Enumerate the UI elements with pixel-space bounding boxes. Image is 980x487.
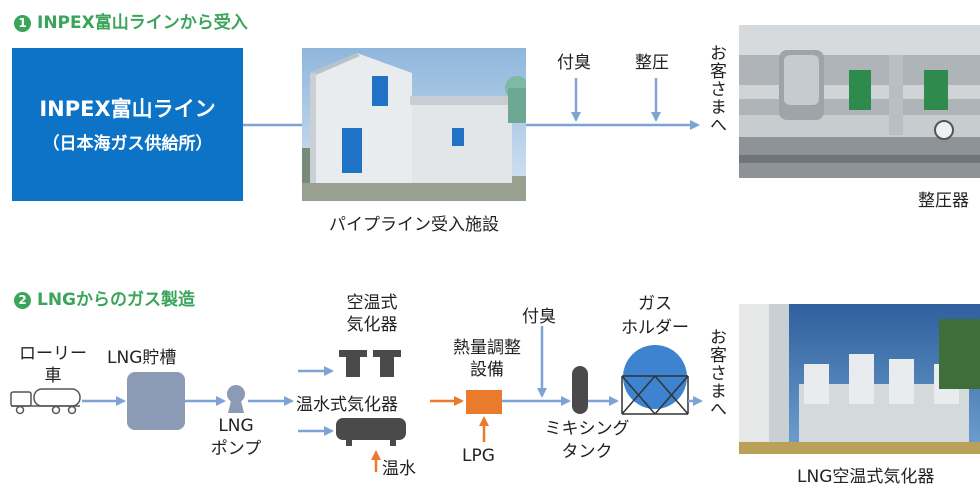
mixing-tank-icon (572, 366, 588, 414)
inpex-source-label: INPEX富山ライン (39, 97, 216, 121)
mixing-tank-label-line2: タンク (561, 442, 613, 462)
lorry-label-line2: 車 (44, 366, 62, 386)
customer-label-1: お客さまへ (706, 44, 726, 134)
hot-water-label: 温水 (382, 459, 416, 479)
customer-label-2: お客さまへ (706, 328, 726, 418)
air-vaporizer-label-line1: 空温式 (346, 293, 398, 313)
calorie-adjust-label: 熱量調整 設備 (438, 337, 536, 381)
hot-water-vaporizer-icon (336, 418, 406, 446)
section2-title-text: LNGからのガス製造 (37, 290, 196, 310)
lng-air-vaporizer-photo (739, 304, 980, 454)
lng-pump-label-line1: LNG (218, 416, 254, 436)
hot-water-vaporizer-label: 温水式気化器 (296, 395, 398, 415)
lng-pump-label: LNG ポンプ (196, 415, 276, 461)
lng-tank-label: LNG貯槽 (107, 348, 177, 368)
section1-title: 1 INPEX富山ラインから受入 (14, 8, 248, 33)
regulate-label: 整圧 (635, 53, 669, 73)
lng-air-vaporizer-caption: LNG空温式気化器 (797, 467, 935, 487)
calorie-adjust-label-line1: 熱量調整 (453, 338, 521, 358)
gas-holder-label: ガス ホルダー (605, 292, 705, 340)
lorry-label: ローリー 車 (8, 343, 98, 387)
section2-title: 2 LNGからのガス製造 (14, 285, 195, 310)
lng-pump-icon (227, 385, 245, 413)
section1-number: 1 (14, 15, 31, 32)
lorry-label-line1: ローリー (19, 344, 87, 364)
lorry-truck-icon (10, 388, 81, 415)
air-vaporizer-icon (339, 350, 401, 377)
gas-holder-icon (621, 345, 689, 415)
calorie-adjust-label-line2: 設備 (470, 360, 504, 380)
odorize-label-2: 付臭 (522, 307, 556, 327)
air-vaporizer-label-line2: 気化器 (346, 315, 398, 335)
inpex-source-box: INPEX富山ライン （日本海ガス供給所） (12, 48, 243, 201)
gas-holder-label-line2: ホルダー (621, 318, 689, 338)
mixing-tank-label-line1: ミキシング (544, 419, 630, 439)
pipeline-facility-caption: パイプライン受入施設 (329, 215, 499, 235)
pressure-regulator-photo (739, 25, 980, 178)
pipeline-facility-photo (302, 48, 526, 201)
section1-title-text: INPEX富山ラインから受入 (37, 13, 248, 33)
lpg-label: LPG (462, 446, 495, 466)
inpex-source-sublabel: （日本海ガス供給所） (42, 134, 213, 154)
calorie-adjust-icon (466, 390, 502, 414)
lng-tank-icon (127, 372, 185, 430)
air-vaporizer-label: 空温式 気化器 (322, 292, 422, 336)
odorize-label-1: 付臭 (557, 53, 591, 73)
section2-number: 2 (14, 292, 31, 309)
pressure-regulator-caption: 整圧器 (918, 191, 969, 211)
gas-holder-label-line1: ガス (638, 294, 672, 314)
lng-pump-label-line2: ポンプ (210, 439, 262, 459)
mixing-tank-label: ミキシング タンク (532, 418, 642, 464)
